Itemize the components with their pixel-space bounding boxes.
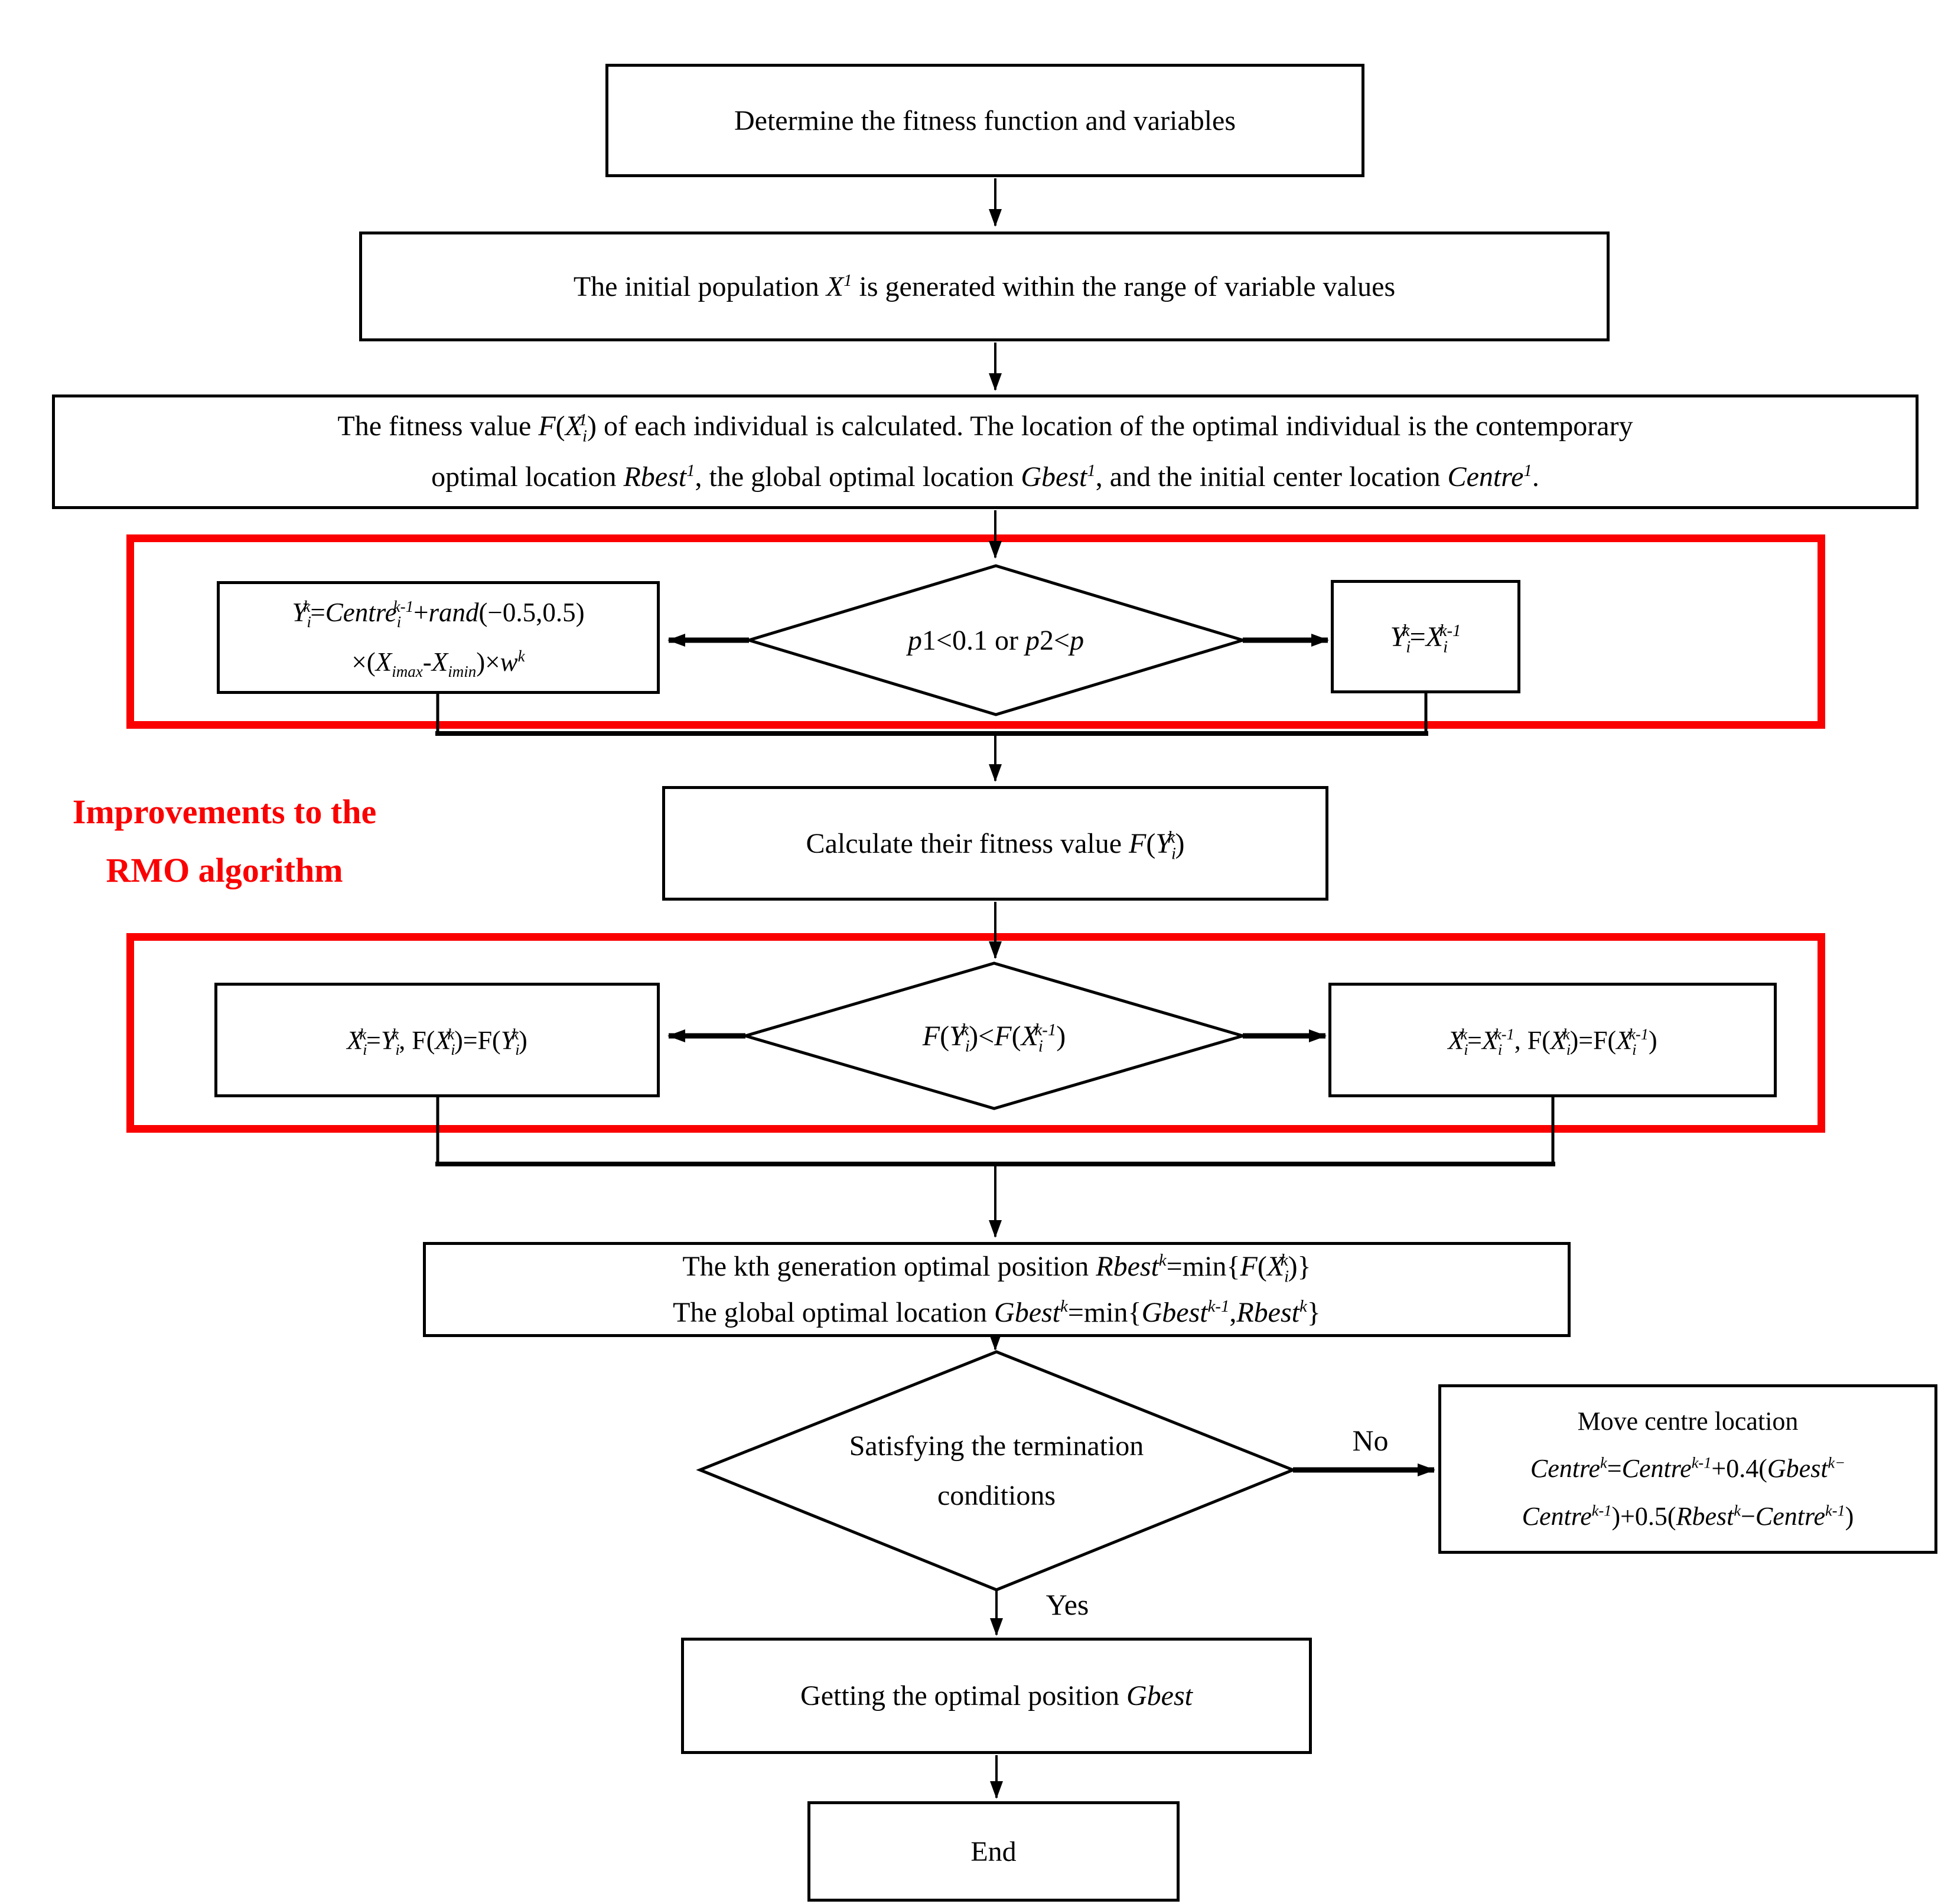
improvements-annotation: Improvements to the RMO algorithm	[12, 783, 437, 899]
no-branch-label: No	[1352, 1424, 1389, 1457]
node-text-line1: Move centre location	[1577, 1407, 1799, 1436]
node-move-centre: Move centre location Centrek=Centrek-1+0…	[1438, 1384, 1937, 1554]
node-text-line1: Yik=Centreik-1+rand(−0.5,0.5)	[292, 598, 585, 631]
node-text-line2: optimal location Rbest1, the global opti…	[431, 461, 1539, 493]
decision-p-label: p1<0.1 or p2<p	[749, 566, 1243, 715]
node-calculate-fitness-y: Calculate their fitness value F(Yik)	[662, 786, 1328, 901]
highlight-frame-selection	[126, 933, 1825, 1133]
node-y-keep: Yik=Xik-1	[1331, 580, 1520, 693]
node-text-line3: Centrek-1)+0.5(Rbestk−Centrek-1)	[1522, 1501, 1854, 1531]
decision-f-text: F(Yik)<F(Xik-1)	[922, 1020, 1066, 1056]
node-x-accept: Xik=Yik, F(Xik)=F(Yik)	[214, 983, 660, 1097]
node-initial-population: The initial population X1 is generated w…	[359, 232, 1610, 341]
node-text-line2: Centrek=Centrek-1+0.4(Gbestk−	[1530, 1453, 1846, 1484]
decision-f-label: F(Yik)<F(Xik-1)	[745, 963, 1243, 1109]
node-fitness-initialization: The fitness value F(Xi1) of each individ…	[52, 395, 1919, 509]
node-text-line1: The kth generation optimal position Rbes…	[682, 1250, 1311, 1286]
node-end: End	[807, 1801, 1180, 1902]
node-text: The initial population X1 is generated w…	[573, 270, 1396, 302]
improvements-annotation-line1: Improvements to the	[72, 793, 377, 831]
node-text: Xik=Yik, F(Xik)=F(Yik)	[347, 1025, 527, 1058]
node-get-optimal: Getting the optimal position Gbest	[681, 1638, 1312, 1754]
node-generation-best: The kth generation optimal position Rbes…	[423, 1242, 1571, 1337]
node-text: Yik=Xik-1	[1390, 621, 1461, 657]
node-text: End	[970, 1835, 1017, 1867]
decision-termination-line1: Satisfying the termination	[849, 1430, 1144, 1462]
node-text-line1: The fitness value F(Xi1) of each individ…	[337, 410, 1633, 446]
node-y-random-update: Yik=Centreik-1+rand(−0.5,0.5) ×(Ximax-Xi…	[217, 581, 660, 694]
node-determine-fitness: Determine the fitness function and varia…	[605, 64, 1364, 177]
yes-branch-label: Yes	[1045, 1588, 1089, 1621]
node-text-line2: ×(Ximax-Ximin)×wk	[351, 647, 525, 680]
node-x-keep: Xik=Xik-1, F(Xik)=F(Xik-1)	[1328, 983, 1777, 1097]
node-text: Determine the fitness function and varia…	[734, 105, 1236, 136]
node-text: Xik=Xik-1, F(Xik)=F(Xik-1)	[1448, 1025, 1657, 1058]
decision-termination-line2: conditions	[937, 1479, 1056, 1511]
improvements-annotation-line2: RMO algorithm	[106, 850, 343, 889]
decision-termination-label: Satisfying the termination conditions	[700, 1352, 1293, 1590]
highlight-frame-mutation	[126, 534, 1825, 729]
node-text-line2: The global optimal location Gbestk=min{G…	[673, 1296, 1321, 1328]
node-text: Getting the optimal position Gbest	[800, 1680, 1193, 1711]
decision-p-text: p1<0.1 or p2<p	[907, 624, 1084, 656]
node-text: Calculate their fitness value F(Yik)	[806, 827, 1185, 863]
